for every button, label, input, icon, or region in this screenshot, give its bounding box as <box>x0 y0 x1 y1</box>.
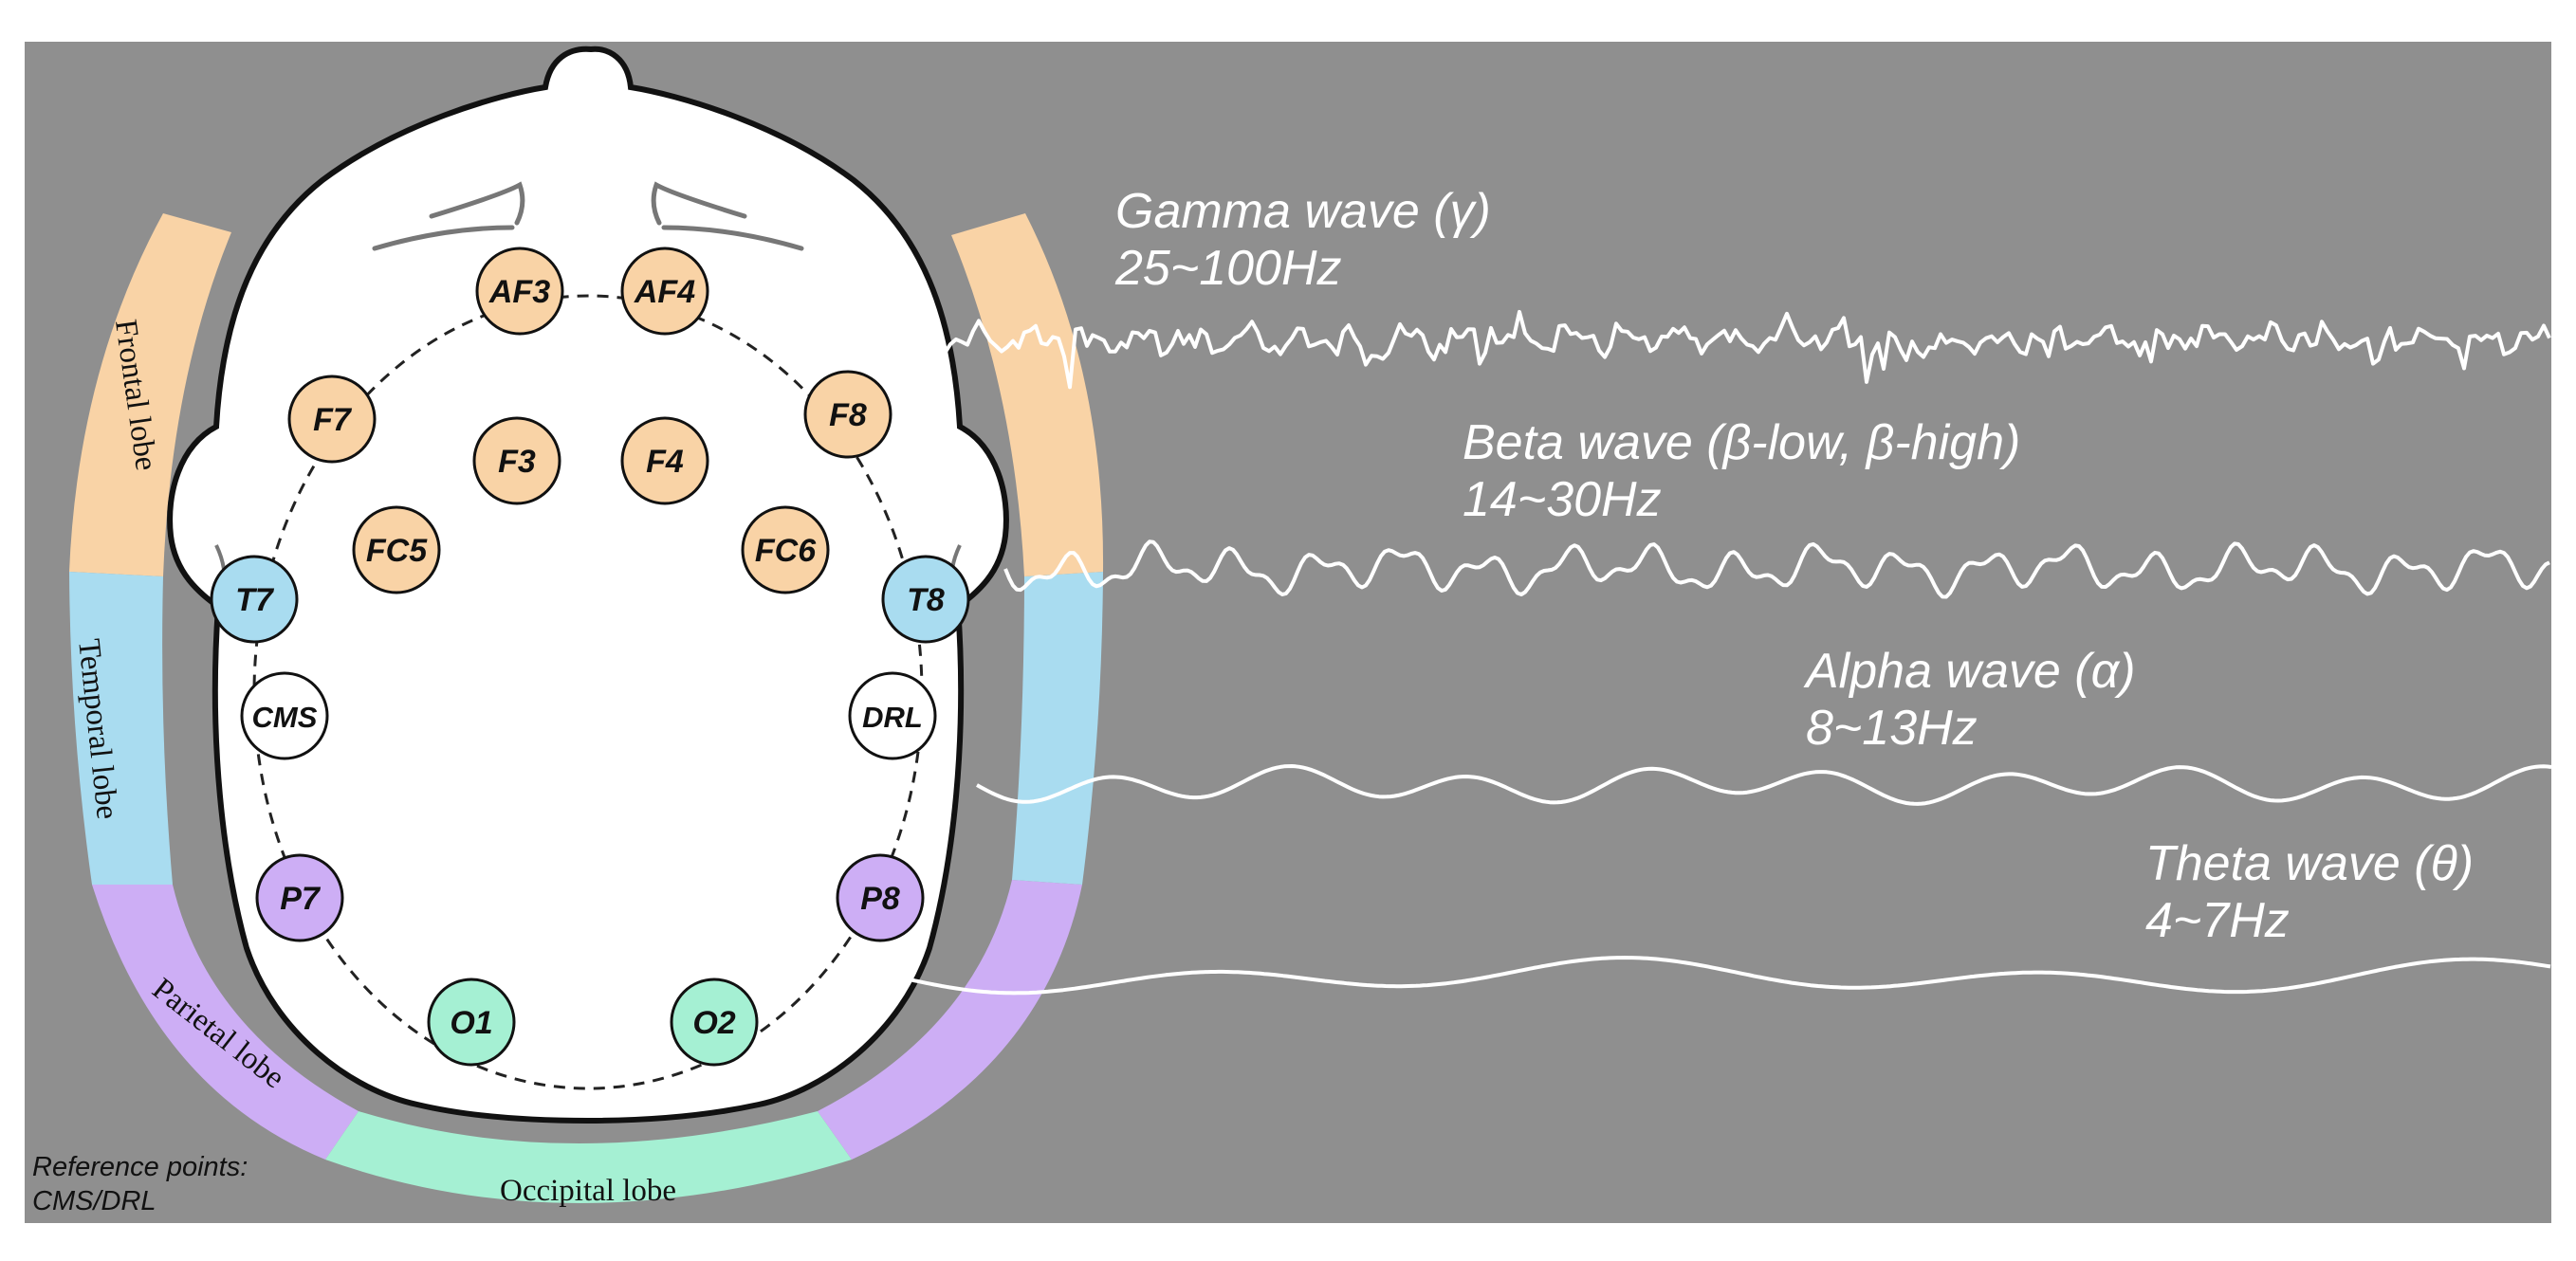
electrode-f7: F7 <box>287 375 377 464</box>
gamma-waveform <box>937 309 2551 390</box>
right-eyebrow <box>651 181 804 251</box>
electrode-p7-label: P7 <box>280 881 322 917</box>
electrode-af3-label: AF3 <box>488 274 550 310</box>
electrode-f3-label: F3 <box>498 444 536 480</box>
electrode-o1-label: O1 <box>450 1005 492 1041</box>
electrode-f8-label: F8 <box>829 397 867 433</box>
occipital-lobe-label: Occipital lobe <box>500 1174 676 1208</box>
lobe-bands <box>69 213 1104 1203</box>
electrode-af4-label: AF4 <box>634 274 695 310</box>
electrode-f3: F3 <box>472 416 561 505</box>
electrode-o2-label: O2 <box>692 1005 735 1041</box>
electrode-t7-label: T7 <box>235 582 275 618</box>
electrode-t7: T7 <box>210 555 299 644</box>
electrode-o2: O2 <box>670 978 759 1067</box>
beta-wave-name: Beta wave (β-low, β-high) <box>1463 415 2020 470</box>
electrode-fc6-label: FC6 <box>755 533 817 569</box>
electrode-f8: F8 <box>803 370 892 459</box>
electrode-fc6: FC6 <box>741 505 830 594</box>
wave-labels: Gamma wave (γ) 25~100Hz Beta wave (β-low… <box>1114 184 2474 948</box>
occipital-lobe-band <box>325 1111 852 1203</box>
alpha-wave-band: 8~13Hz <box>1806 701 1978 756</box>
electrode-drl: DRL <box>848 671 937 760</box>
reference-note: Reference points: CMS/DRL <box>32 1152 248 1216</box>
electrode-p7: P7 <box>255 853 344 942</box>
alpha-waveform <box>976 764 2552 806</box>
electrode-f4: F4 <box>620 416 709 505</box>
electrode-t8: T8 <box>881 555 970 644</box>
brain-waves <box>895 309 2552 996</box>
electrode-drl-label: DRL <box>862 701 923 734</box>
electrode-fc5-label: FC5 <box>366 533 428 569</box>
electrode-cms: CMS <box>240 671 329 760</box>
frontal-lobe-band-left <box>69 213 231 576</box>
frontal-lobe-band-right <box>951 213 1104 576</box>
head <box>167 46 1009 1124</box>
theta-wave-name: Theta wave (θ) <box>2145 836 2474 891</box>
theta-waveform <box>895 956 2551 996</box>
electrode-t8-label: T8 <box>907 582 945 618</box>
electrode-cms-label: CMS <box>252 701 318 734</box>
beta-waveform <box>1003 539 2550 599</box>
electrode-af4: AF4 <box>620 247 709 336</box>
temporal-lobe-band-left <box>69 572 173 885</box>
electrode-p8: P8 <box>836 853 925 942</box>
reference-note-line1: Reference points: <box>32 1152 248 1182</box>
beta-wave-band: 14~30Hz <box>1463 472 1662 527</box>
electrode-o1: O1 <box>427 978 516 1067</box>
parietal-lobe-band-left <box>92 885 359 1160</box>
electrode-af3: AF3 <box>475 247 564 336</box>
temporal-lobe-band-right <box>1012 572 1103 885</box>
electrodes: AF3 AF4 F7 F8 F3 F4 FC5 FC6 T7 T8 CMS DR… <box>210 247 970 1067</box>
theta-wave-band: 4~7Hz <box>2145 893 2290 948</box>
parietal-lobe-band-right <box>818 880 1082 1160</box>
reference-note-line2: CMS/DRL <box>32 1186 156 1216</box>
electrode-fc5: FC5 <box>352 505 441 594</box>
left-eyebrow <box>372 181 525 251</box>
gamma-wave-band: 25~100Hz <box>1114 241 1342 296</box>
electrode-f7-label: F7 <box>313 402 353 438</box>
alpha-wave-name: Alpha wave (α) <box>1803 644 2136 699</box>
gamma-wave-name: Gamma wave (γ) <box>1115 184 1491 239</box>
electrode-p8-label: P8 <box>860 881 900 917</box>
electrode-f4-label: F4 <box>646 444 684 480</box>
